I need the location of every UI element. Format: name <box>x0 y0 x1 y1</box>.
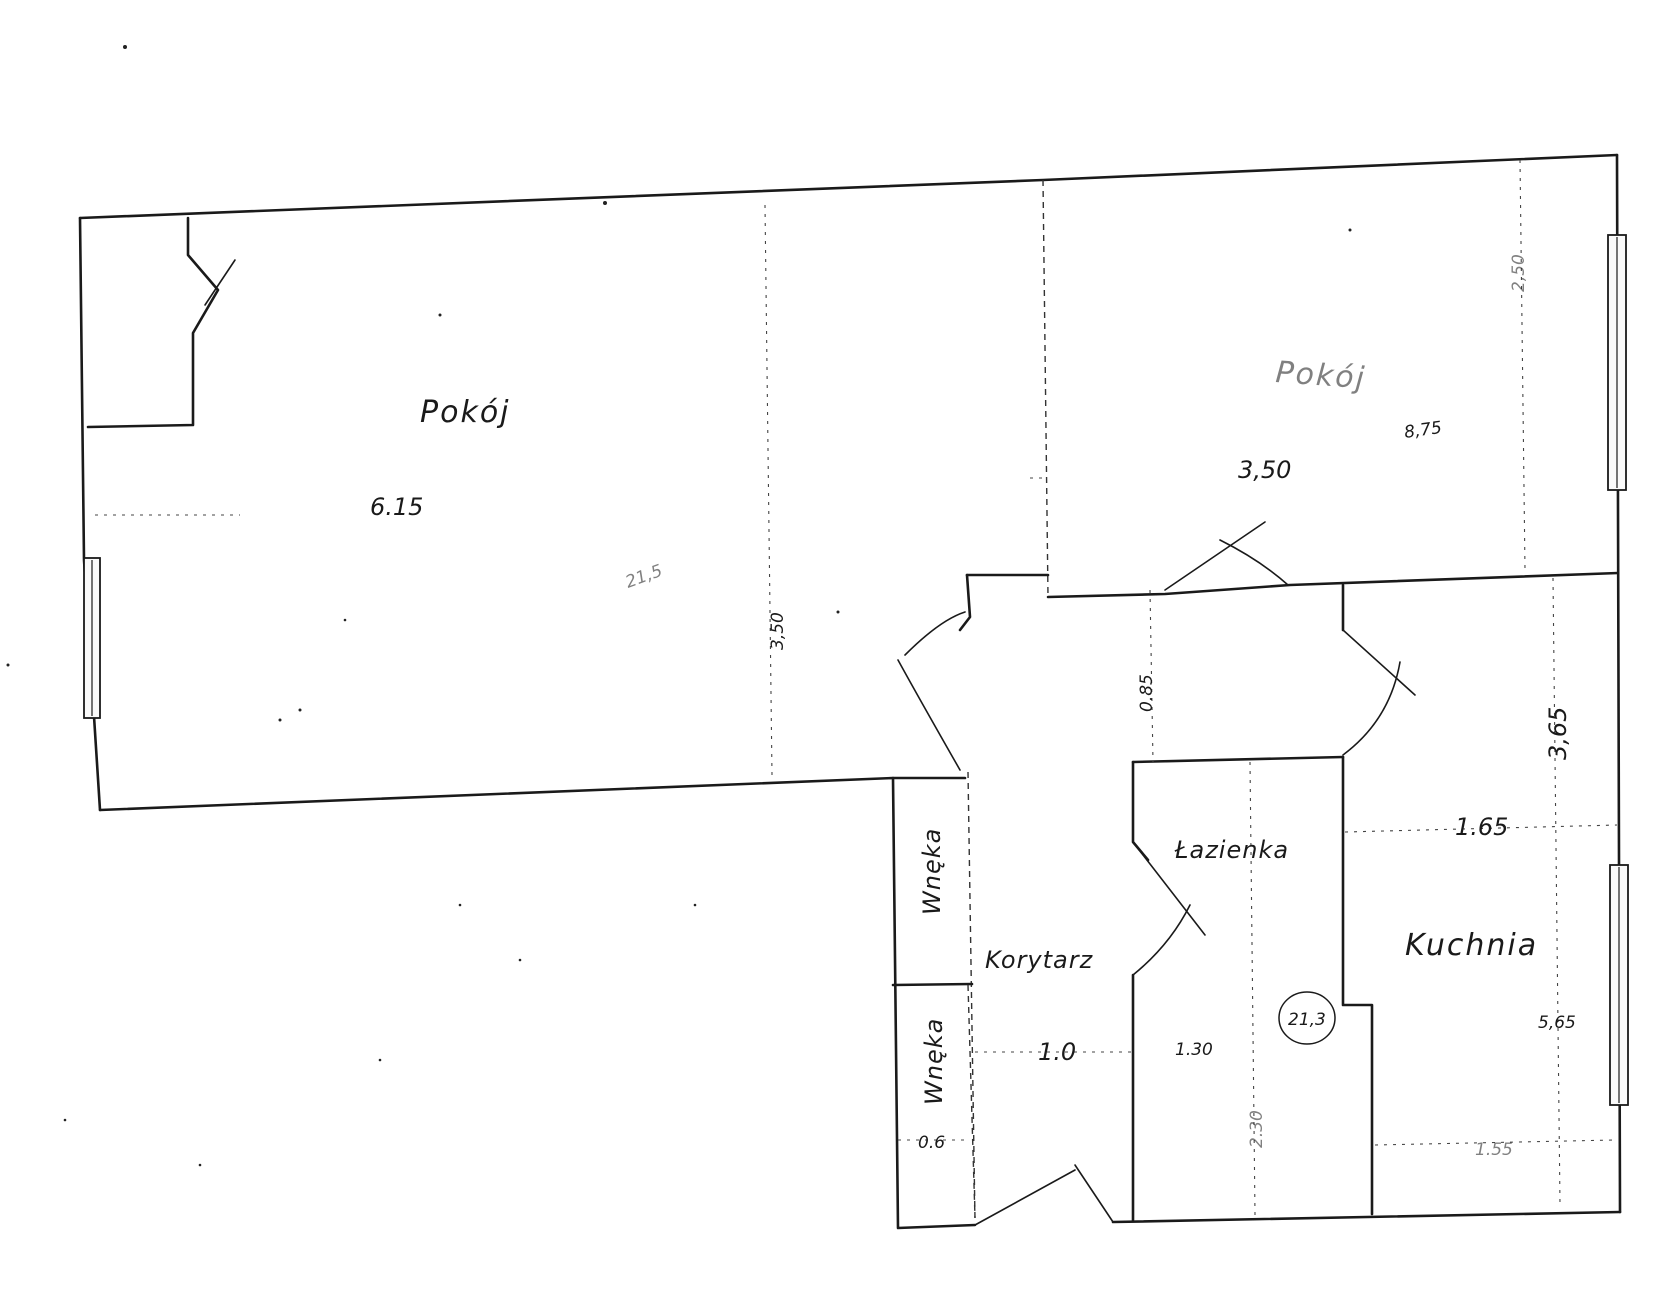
dim-line-large-width <box>764 204 773 776</box>
door-swing-kitchen <box>1342 629 1416 756</box>
dim-kitchen-bottom: 1.55 <box>1475 1140 1513 1160</box>
dim-line-kitchen-bottom <box>1374 1139 1616 1146</box>
outer-wall-left <box>78 216 102 812</box>
room-label-wneka-lower: Wnęka <box>920 1018 948 1105</box>
wardrobe-recess <box>86 216 220 429</box>
dim-bath-height: 2.30 <box>1247 1110 1267 1148</box>
dim-passage: 0.85 <box>1137 674 1157 712</box>
dim-line-passage <box>1149 589 1154 763</box>
dim-bath-width: 1.30 <box>1175 1040 1213 1060</box>
dim-line-kitchen-height <box>1552 577 1561 1206</box>
room-label-lazienka: Łazienka <box>1174 836 1289 864</box>
dim-corridor-width: 1.0 <box>1038 1038 1076 1066</box>
small-room-bottom-wall <box>1046 571 1620 599</box>
dim-line-kitchen-width <box>1344 824 1618 833</box>
corridor-left-wall <box>967 771 976 1221</box>
dim-kitchen-height: 3,65 <box>1544 707 1572 760</box>
dim-line-small-height <box>1519 159 1526 571</box>
outer-wall-top <box>78 153 1619 220</box>
dim-large-length: 6.15 <box>370 493 423 521</box>
total-area-circle <box>1278 991 1336 1045</box>
room-label-pokoj-small: Pokój <box>1274 355 1367 396</box>
small-room-left-wall <box>1042 179 1049 598</box>
niche-right-dashed <box>967 984 976 1219</box>
door-swing-small-room <box>1164 521 1289 591</box>
bathroom-top-wall <box>1131 755 1345 764</box>
window-kitchen <box>1609 864 1629 1106</box>
scan-specks <box>6 45 1352 1167</box>
dim-small-height: 2,50 <box>1509 254 1529 292</box>
dim-small-width: 3,50 <box>1238 456 1291 484</box>
dim-line-bath-height <box>1249 761 1256 1216</box>
room-label-korytarz: Korytarz <box>985 946 1094 974</box>
niche-outer-wall <box>891 776 977 1230</box>
window-large-room <box>83 557 101 719</box>
niche-divider <box>891 982 974 987</box>
dim-kitchen-width: 1.65 <box>1455 813 1508 841</box>
total-area: 21,3 <box>1288 1010 1326 1030</box>
room-label-kuchnia: Kuchnia <box>1405 928 1538 963</box>
room-label-wneka-upper: Wnęka <box>918 828 946 915</box>
dim-niche-width: 0.6 <box>918 1133 945 1153</box>
dim-small-area: 8,75 <box>1403 418 1443 443</box>
door-swing-wardrobe <box>204 259 236 306</box>
window-small-room <box>1607 234 1627 491</box>
dim-large-area: 21,5 <box>623 561 665 593</box>
room-label-pokoj-large: Pokój <box>420 395 511 430</box>
large-room-bottom-wall <box>98 776 967 812</box>
door-swing-bathroom <box>1132 841 1206 976</box>
hall-upper-left-wall <box>958 573 972 632</box>
door-swing-entrance <box>974 1164 1114 1226</box>
bathroom-right-wall <box>1341 755 1374 1216</box>
dim-kitchen-area: 5,65 <box>1538 1013 1576 1033</box>
dim-large-width: 3,50 <box>768 612 788 650</box>
door-swing-large-room <box>897 611 966 771</box>
apartment-bottom-wall <box>1111 1210 1622 1224</box>
